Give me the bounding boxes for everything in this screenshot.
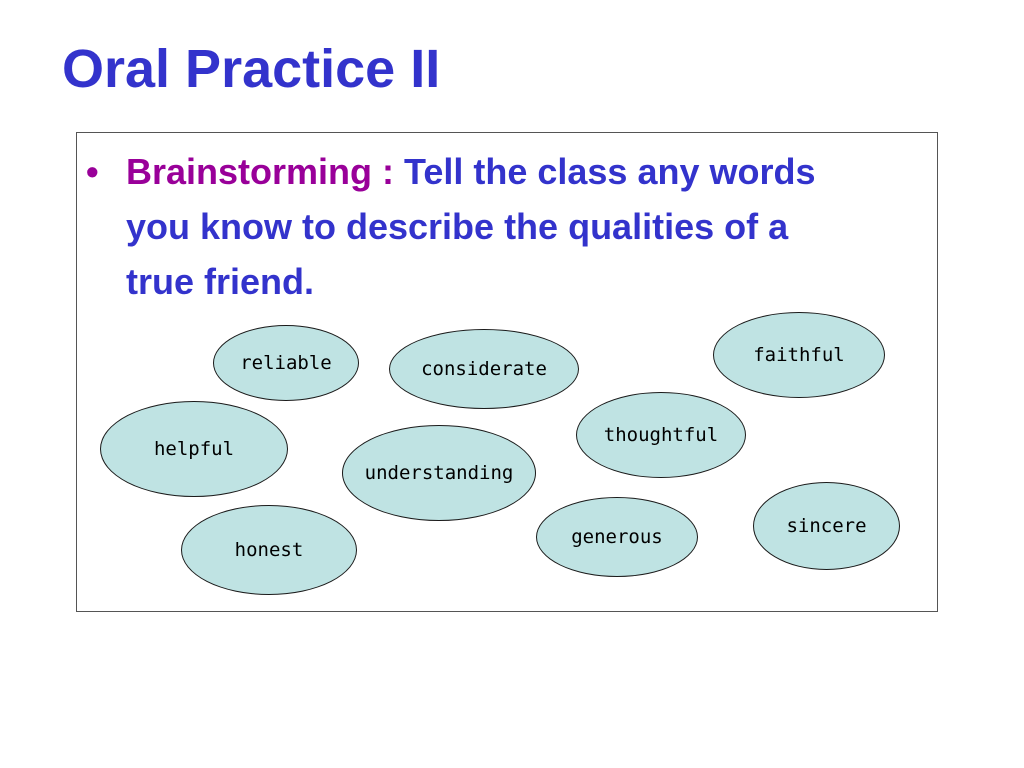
word-oval-thoughtful: thoughtful [576,392,746,478]
word-oval-understanding: understanding [342,425,536,521]
word-label: generous [571,526,663,548]
word-label: considerate [421,358,547,380]
word-label: understanding [364,462,514,484]
bullet-lead: Brainstorming : [126,151,395,192]
word-oval-faithful: faithful [713,312,885,398]
word-label: reliable [240,352,332,374]
word-oval-reliable: reliable [213,325,359,401]
word-oval-generous: generous [536,497,698,577]
word-label: faithful [753,344,845,366]
bullet-marker: • [86,151,99,192]
slide-title: Oral Practice II [62,39,441,99]
word-oval-sincere: sincere [753,482,900,570]
word-oval-helpful: helpful [100,401,288,497]
word-label: sincere [786,515,867,537]
word-label: helpful [153,438,235,460]
bullet-item: • Brainstorming : Tell the class any wor… [86,144,866,309]
word-oval-honest: honest [181,505,357,595]
word-label: honest [234,539,304,561]
word-oval-considerate: considerate [389,329,579,409]
brainstorm-box [76,132,938,612]
bullet-text: Tell the class any words you know to des… [126,151,816,302]
word-label: thoughtful [603,424,719,446]
